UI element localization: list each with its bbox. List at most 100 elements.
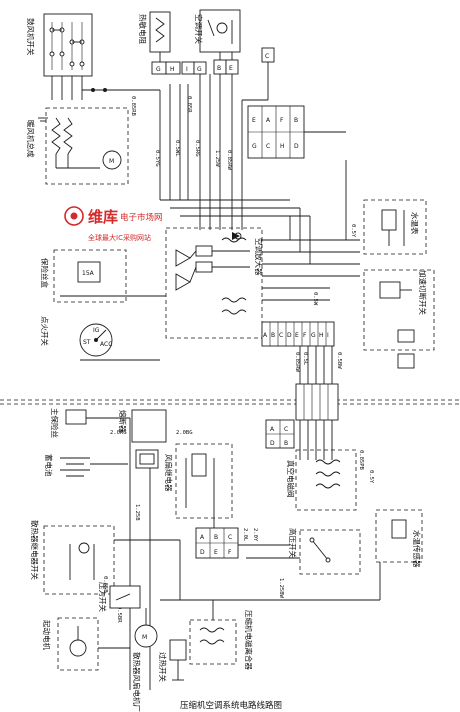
amp-pin-1: A — [263, 332, 268, 339]
blower-motor-assy — [45, 107, 129, 185]
blower-relay-label: 风扇继电器 — [164, 454, 174, 492]
relay-pin-2: B — [214, 534, 218, 541]
diagram-caption: 压缩机空调系统电路线路图 — [180, 700, 282, 711]
watermark: 维库 电子市场网 全球最大IC采购网站 — [64, 206, 163, 242]
fuse-box — [53, 249, 130, 303]
grid-pin-2: A — [266, 117, 271, 124]
relay-pin-6: F — [228, 549, 232, 556]
pin-e1: E — [229, 65, 233, 72]
wire-w19: 0.5Y — [368, 470, 374, 484]
top-connectors — [151, 47, 275, 75]
pin-g1: G — [156, 66, 161, 73]
wire-w21: 0.85B — [102, 576, 108, 593]
amp-pin-7: G — [311, 332, 316, 339]
pin-b1: B — [217, 65, 221, 72]
amp-bus — [262, 131, 360, 301]
wire-w4: 0.5WL — [174, 140, 180, 157]
wire-w12: 0.5BW — [336, 352, 342, 369]
radiator-relay-label: 散热器继电器开关 — [30, 520, 40, 580]
blower-motor-symbol: M — [109, 158, 114, 165]
main-fuse-link — [65, 409, 131, 440]
fuse-rating: 15A — [82, 270, 95, 277]
grid-pin-1: E — [252, 117, 256, 124]
wire-w18: 0.85PB — [358, 450, 364, 471]
pin-h1: H — [170, 66, 175, 73]
radiator-fan-symbol: M — [142, 634, 147, 641]
small-pin-2: C — [284, 426, 288, 433]
wire-w7: 0.85RW — [226, 150, 232, 171]
wire-w20: 1.25BW — [278, 578, 284, 599]
radiator-fan-label: 散热器风扇电机厂 — [132, 652, 142, 712]
wire-w6: 1.25W — [214, 150, 220, 167]
wire-w15: 1.25B — [134, 504, 140, 521]
pin-c1: C — [265, 53, 269, 60]
wire-w2: 0.85R — [186, 96, 192, 113]
relay-pin-4: D — [200, 549, 205, 556]
water-temp-gauge-label: 水温表 — [410, 212, 420, 235]
grid-pin-5: G — [252, 143, 257, 150]
blower-motor-label: 暖风机总成 — [26, 120, 36, 158]
relay-pin-5: E — [214, 549, 218, 556]
grid-pin-8: D — [294, 143, 299, 150]
ac-amplifier-label: 空调放大器 — [254, 238, 264, 276]
wire-w16: 2.0L — [242, 528, 248, 542]
amp-connector — [261, 321, 335, 347]
ignition-switch-label: 点火开关 — [40, 316, 50, 346]
overheat-switch — [169, 639, 187, 681]
overheat-switch-label: 过热开关 — [158, 652, 168, 682]
amp-pin-6: F — [303, 332, 307, 339]
wire-w1: 0.85RB — [130, 96, 136, 117]
wire-w9: 0.5W — [312, 292, 318, 306]
watermark-brand: 维库 — [88, 208, 118, 226]
pin-i1: I — [186, 66, 188, 73]
ac-switch — [199, 9, 241, 60]
accel-cutoff-switch — [363, 269, 435, 369]
amp-pin-9: I — [327, 332, 329, 339]
water-temp-sensor-label: 水温传感器 — [412, 530, 422, 568]
battery — [60, 457, 128, 477]
thermistor — [149, 11, 171, 62]
wire-w11: 0.5L — [302, 352, 308, 366]
wire-w22: 0.5BR — [116, 606, 122, 623]
wire-w8: 0.5Y — [350, 224, 356, 238]
blower-switch-label: 鼓风机开关 — [26, 18, 36, 56]
fuse-box-label: 保险丝盒 — [40, 258, 50, 288]
ign-pos-st: ST — [83, 339, 91, 346]
radiator-relay — [43, 525, 180, 595]
wire-w17: 2.0Y — [252, 528, 258, 542]
small-pin-3: D — [270, 440, 275, 447]
small-connector — [265, 419, 295, 449]
watermark-tagline: 电子市场网 — [120, 212, 163, 223]
pressure-switch — [109, 585, 141, 609]
top-horizontal-harness — [82, 84, 189, 200]
amp-pin-3: C — [279, 332, 283, 339]
ac-amplifier — [165, 227, 263, 339]
center-trunk — [160, 62, 310, 230]
grid-pin-4: B — [294, 117, 298, 124]
wire-w10: 0.85RW — [294, 352, 300, 373]
relay-grid — [195, 527, 239, 559]
wire-w5: 0.5RG — [194, 140, 200, 157]
starter-motor — [57, 617, 130, 671]
compressor-clutch — [189, 600, 237, 665]
fuse-holder — [131, 409, 167, 469]
ignition-switch — [79, 323, 160, 361]
compressor-clutch-label: 压缩机电磁离合器 — [244, 610, 254, 670]
small-pin-4: B — [284, 440, 288, 447]
wire-w3: 0.5YG — [154, 150, 160, 167]
wire-w14: 2.0BG — [176, 430, 193, 436]
fuse-holder-label: 熔断器 — [118, 410, 128, 433]
grid-pin-7: H — [280, 143, 285, 150]
accel-cutoff-label: 加速切断开关 — [418, 270, 428, 315]
blower-relay — [175, 443, 233, 519]
blower-switch — [43, 13, 93, 77]
small-pin-1: A — [270, 426, 275, 433]
lower-harness — [129, 440, 381, 690]
amp-pin-2: B — [271, 332, 275, 339]
water-temp-sensor — [375, 509, 423, 563]
top-connector-grid — [247, 105, 305, 159]
water-temp-gauge — [363, 199, 427, 255]
pressure-switch-label: 压力开关 — [98, 582, 108, 612]
pin-g2: G — [197, 66, 202, 73]
